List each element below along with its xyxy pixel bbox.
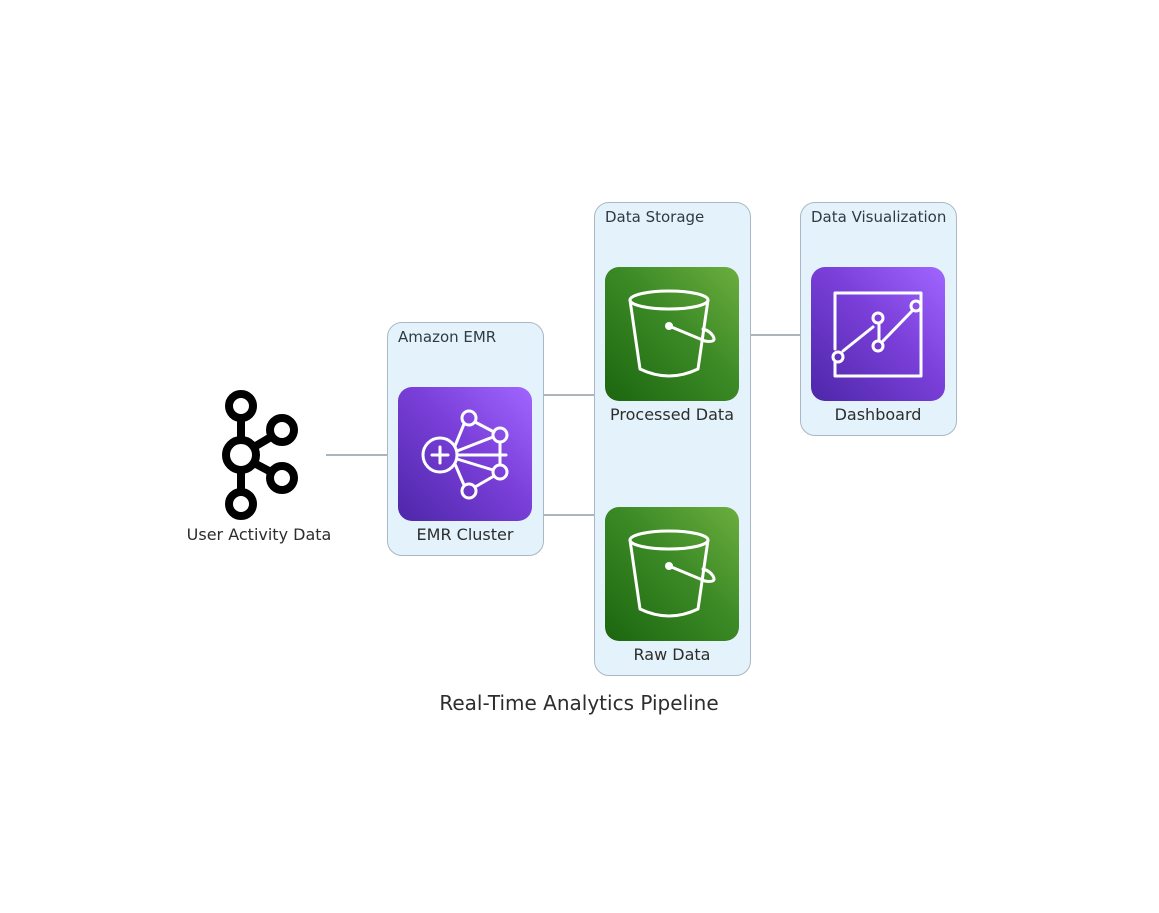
node-label-processed-data: Processed Data	[610, 405, 734, 424]
node-label-user-activity-data: User Activity Data	[186, 525, 332, 544]
node-label-dashboard: Dashboard	[834, 405, 922, 424]
diagram-title: Real-Time Analytics Pipeline	[439, 691, 719, 715]
kafka-icon	[222, 390, 298, 520]
s3-bucket-icon	[628, 289, 716, 378]
cluster-label: Amazon EMR	[398, 328, 497, 346]
cluster-label: Data Storage	[605, 208, 705, 226]
node-dashboard[interactable]	[811, 267, 945, 401]
s3-bucket-icon	[628, 529, 716, 618]
quicksight-icon	[831, 291, 923, 378]
node-raw-data[interactable]	[605, 507, 739, 641]
node-processed-data[interactable]	[605, 267, 739, 401]
node-emr-cluster[interactable]	[398, 387, 532, 521]
emr-cluster-icon	[421, 409, 509, 500]
node-label-raw-data: Raw Data	[633, 645, 711, 664]
node-label-emr-cluster: EMR Cluster	[416, 525, 514, 544]
cluster-label: Data Visualization	[811, 208, 947, 226]
node-user-activity-data[interactable]	[192, 386, 326, 522]
